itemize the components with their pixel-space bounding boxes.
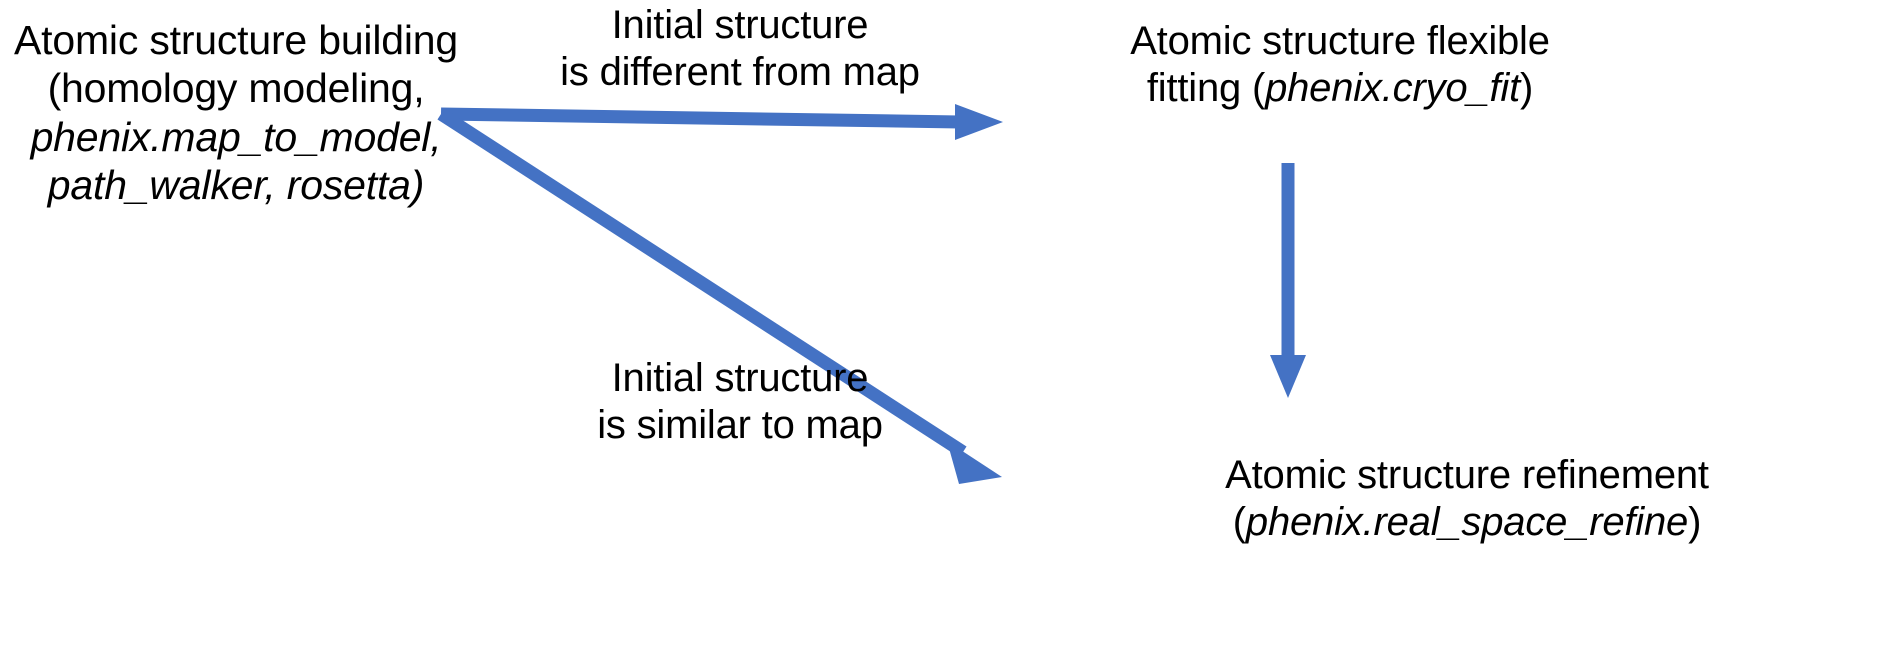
node-building-line-2: (homology modeling, <box>47 65 425 112</box>
node-refinement-program-name: phenix.real_space_refine <box>1245 500 1689 545</box>
edge-label-similar-to-map: Initial structure is similar to map <box>540 355 940 449</box>
edge-label-different-from-map: Initial structure is different from map <box>540 2 940 96</box>
node-refinement-paren-open: ( <box>1232 500 1246 545</box>
node-refinement-line-2: (phenix.real_space_refine) <box>1052 499 1882 546</box>
node-building-line-4: path_walker, rosetta) <box>6 161 466 209</box>
arrow-building-to-refinement-head <box>947 441 1002 484</box>
arrow-building-to-fitting-shaft <box>440 107 961 129</box>
edge-label-different-line-1: Initial structure <box>611 3 869 47</box>
node-fitting-paren-close: ) <box>1520 66 1534 111</box>
node-atomic-structure-refinement: Atomic structure refinement (phenix.real… <box>1052 452 1882 546</box>
node-building-line-3: phenix.map_to_model, <box>30 113 442 160</box>
arrow-building-to-fitting <box>440 104 1003 140</box>
arrow-fitting-to-refinement <box>1270 163 1306 398</box>
arrow-building-to-fitting-head <box>955 104 1003 140</box>
node-fitting-line-2: fitting (phenix.cryo_fit) <box>1080 65 1600 112</box>
node-fitting-paren-open: fitting ( <box>1146 66 1266 111</box>
node-atomic-structure-building: Atomic structure building (homology mode… <box>6 16 466 210</box>
node-fitting-program-name: phenix.cryo_fit <box>1265 66 1521 111</box>
node-fitting-line-1: Atomic structure flexible <box>1130 19 1550 63</box>
arrow-fitting-to-refinement-head <box>1270 355 1306 398</box>
edge-label-similar-line-1: Initial structure <box>611 356 869 400</box>
node-atomic-structure-flexible-fitting: Atomic structure flexible fitting (pheni… <box>1080 18 1600 112</box>
edge-label-different-line-2: is different from map <box>560 50 920 95</box>
node-building-line-1: Atomic structure building <box>14 17 458 63</box>
node-refinement-paren-close: ) <box>1688 500 1702 545</box>
edge-label-similar-line-2: is similar to map <box>597 403 883 448</box>
node-refinement-line-1: Atomic structure refinement <box>1225 453 1709 497</box>
node-building-line-4-italic: path_walker, rosetta) <box>47 162 425 209</box>
